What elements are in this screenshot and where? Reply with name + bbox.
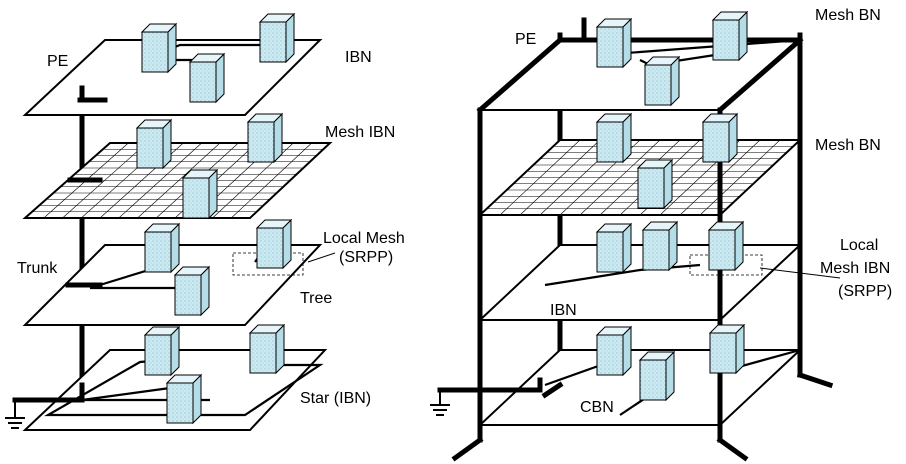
left-label-srpp: (SRPP) [339,249,393,266]
left-equipment-box-12 [165,373,203,425]
right-label-pe: PE [515,31,536,48]
right-equipment-box-5 [701,112,739,164]
left-equipment-box-2 [258,12,296,64]
ground-icon [5,400,25,429]
ground-icon-right [430,390,450,416]
right-equipment-box-9 [707,220,745,272]
right-equipment-box-11 [708,323,746,375]
left-label-pe: PE [47,53,68,70]
right-equipment-box-1 [595,17,633,69]
left-equipment-box-1 [140,22,178,74]
right-equipment-box-10 [595,325,633,377]
left-equipment-box-8 [255,218,293,270]
right-label-mesh-bn-top: Mesh BN [815,7,881,24]
right-equipment-box-6 [636,158,674,210]
left-label-tree: Tree [300,290,332,307]
left-equipment-box-3 [188,52,226,104]
left-figure: PE IBN Mesh IBN Local Mesh (SRPP) Trunk … [5,12,405,431]
left-label-local-mesh: Local Mesh [323,230,405,247]
right-label-ibn: IBN [550,302,577,319]
left-equipment-box-11 [248,323,286,375]
right-equipment-box-8 [641,220,679,272]
left-equipment-box-6 [181,168,219,220]
left-equipment-box-5 [246,112,284,164]
left-label-trunk: Trunk [17,260,58,277]
plane-ibn [22,39,323,116]
right-equipment-box-4 [595,112,633,164]
left-label-ibn: IBN [345,49,372,66]
left-label-mesh-ibn: Mesh IBN [325,124,395,141]
right-label-cbn: CBN [580,399,614,416]
plane-mesh-ibn [22,142,333,219]
right-label-mesh-ibn: Mesh IBN [820,260,890,277]
left-equipment-box-4 [135,118,173,170]
right-label-mesh-bn-second: Mesh BN [815,137,881,154]
right-equipment-box-2 [711,10,749,62]
right-equipment-box-3 [643,55,681,107]
right-label-local: Local [840,237,878,254]
right-figure: PE Mesh BN Mesh BN Local Mesh IBN (SRPP)… [430,7,892,462]
left-equipment-box-10 [143,325,181,377]
left-equipment-box-7 [143,222,181,274]
left-equipment-box-9 [173,265,211,317]
right-equipment-box-7 [595,222,633,274]
right-label-srpp: (SRPP) [838,283,892,300]
plane-mesh-bn [477,39,803,111]
left-label-star-ibn: Star (IBN) [300,390,371,407]
right-equipment-box-12 [638,350,676,402]
